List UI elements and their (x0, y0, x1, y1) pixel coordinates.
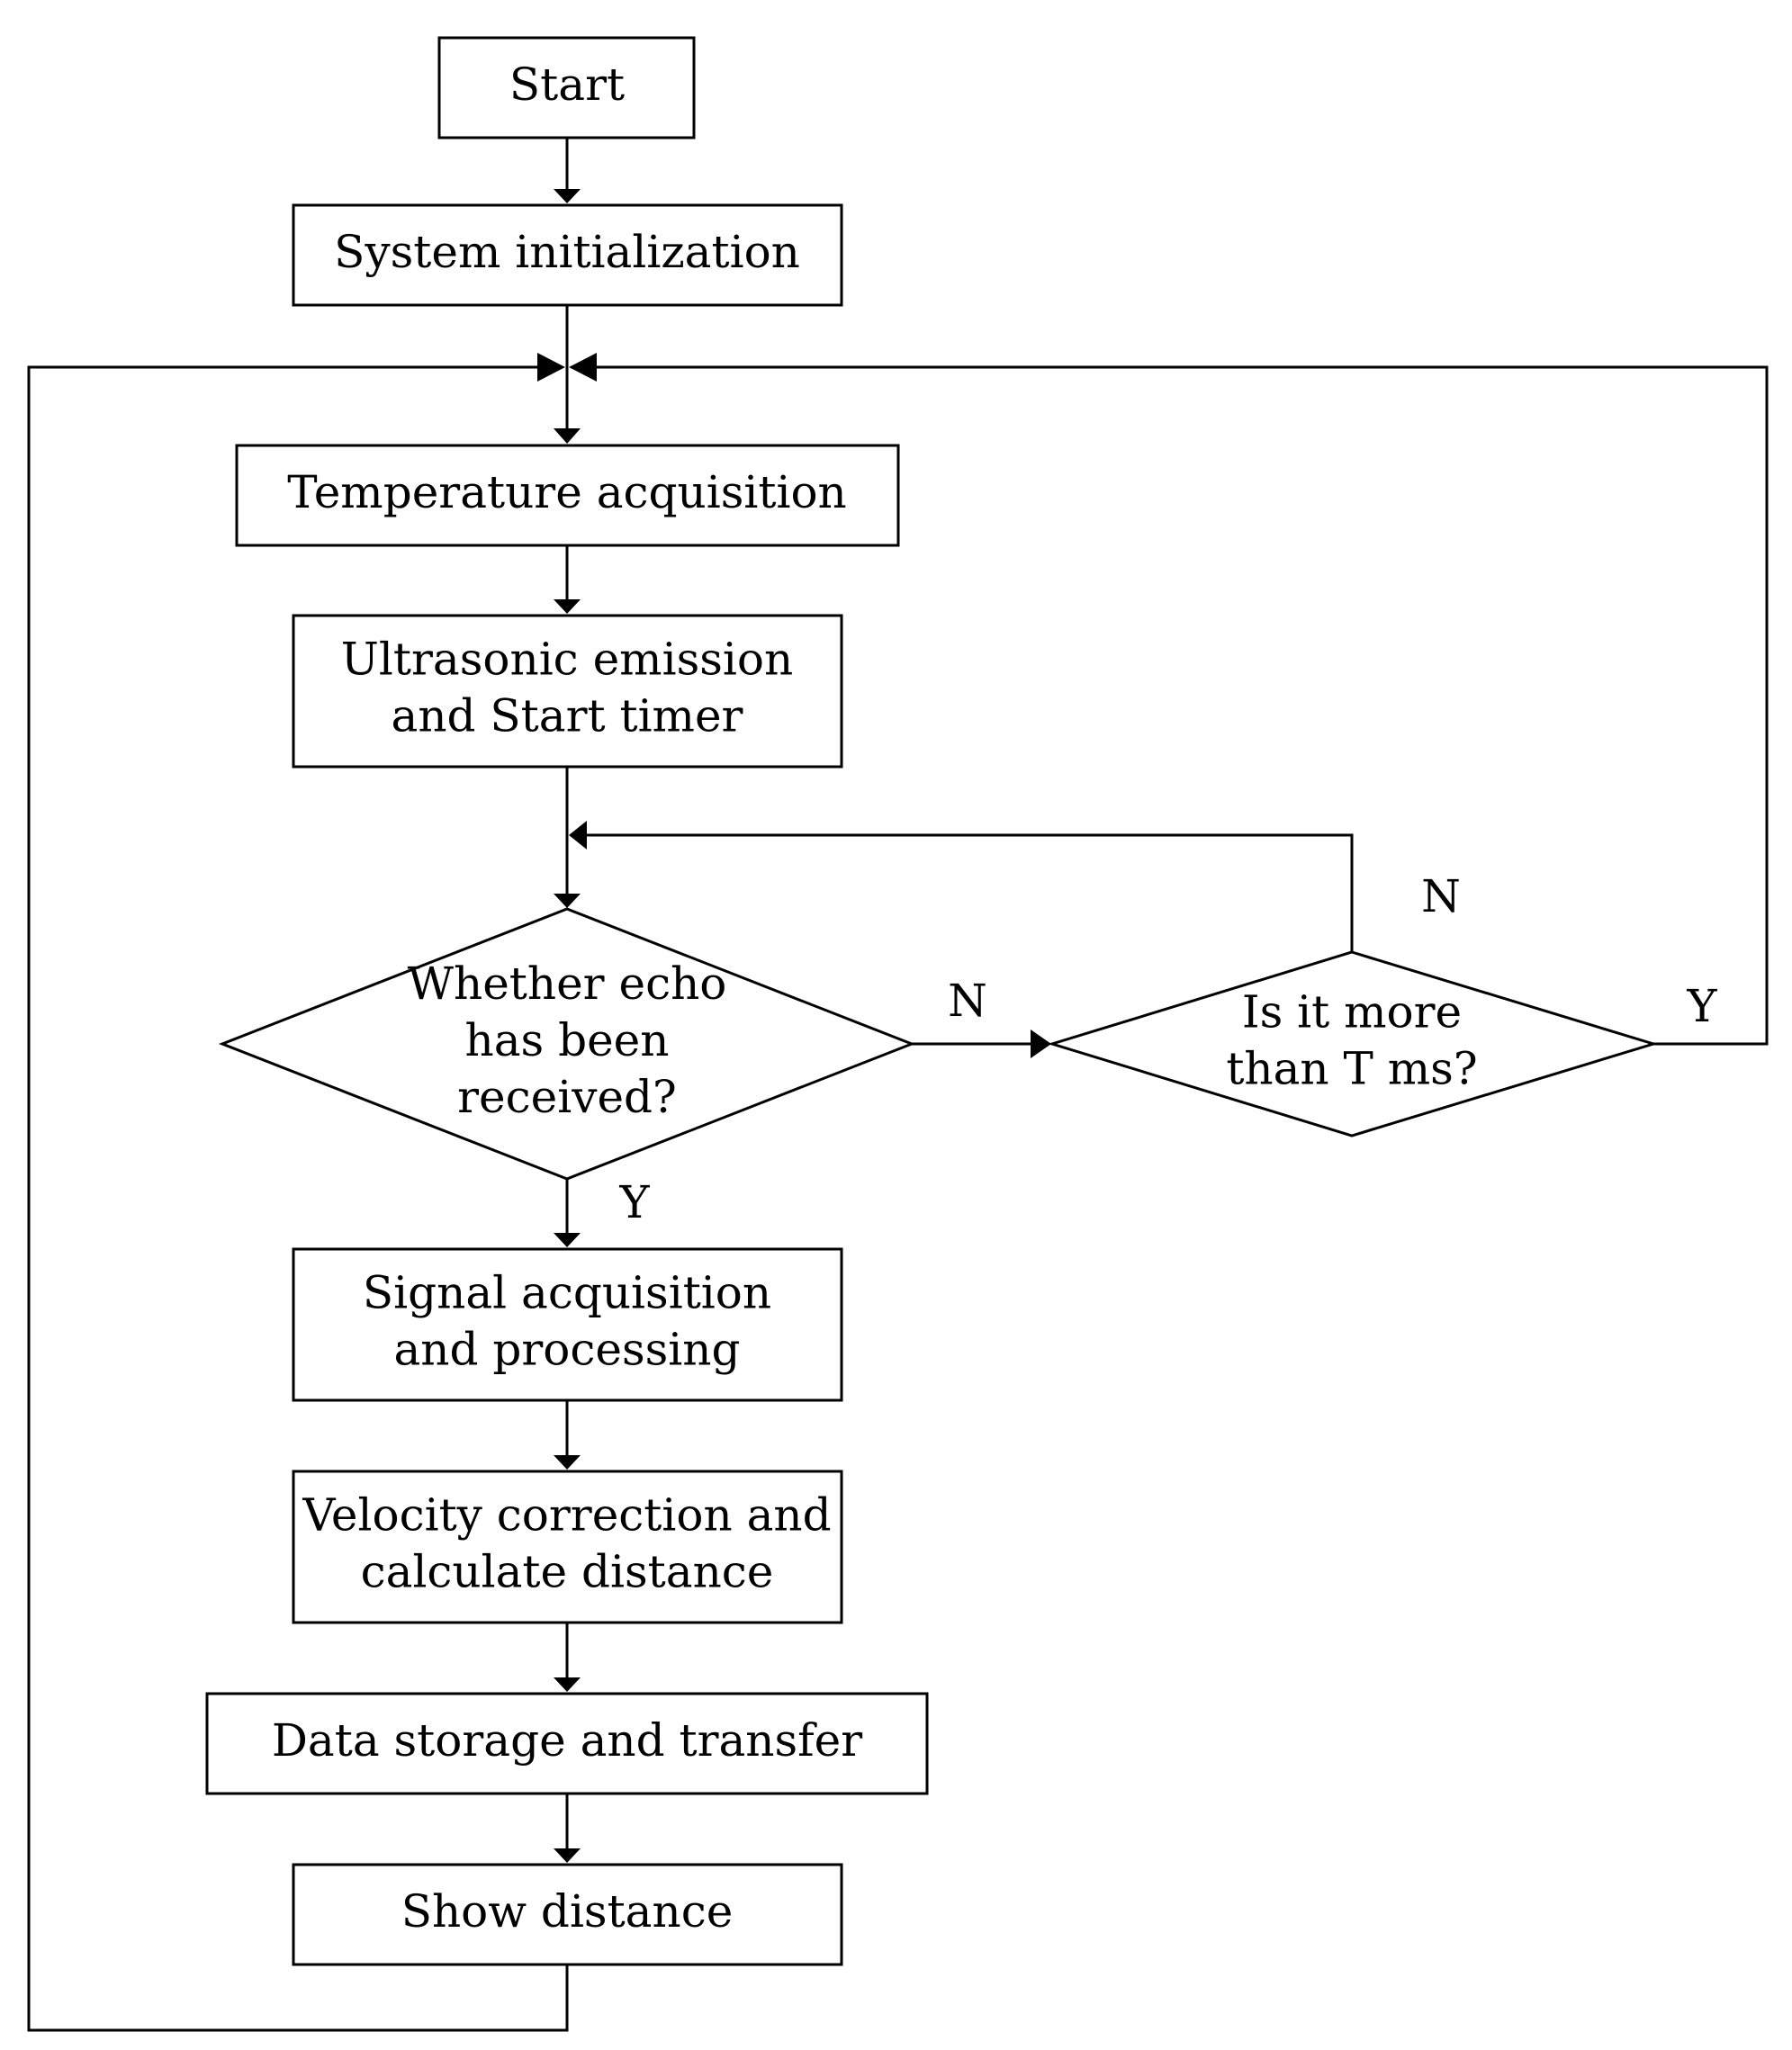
decision-diamond (218, 907, 916, 1181)
label-line: Temperature acquisition (287, 466, 847, 518)
label-line: Start (509, 58, 625, 111)
label-line: received? (457, 1071, 677, 1123)
branch-label-echo-no: N (948, 975, 987, 1027)
node-temperature-acquisition: Temperature acquisition (235, 444, 900, 547)
label-line: Ultrasonic emission (341, 634, 793, 686)
label-line: Whether echo (408, 958, 727, 1010)
node-system-initialization: System initialization (292, 203, 843, 307)
node-label: Show distance (401, 1885, 734, 1938)
connectors (27, 138, 1769, 2032)
label-line: and Start timer (392, 690, 743, 742)
terminator-box (437, 36, 696, 139)
process-box (292, 203, 843, 307)
label-line: and processing (393, 1324, 740, 1376)
arrowhead (554, 599, 581, 614)
branch-label-timeout-no: N (1421, 870, 1461, 922)
process-box (292, 614, 843, 769)
node-label: Temperature acquisition (287, 466, 847, 518)
label-line: Is it more (1242, 986, 1462, 1038)
label-line: System initialization (334, 226, 800, 278)
process-box (235, 444, 900, 547)
arrowhead (554, 1455, 581, 1470)
arrow-show-loop-back (27, 365, 569, 2032)
arrowhead (554, 1848, 581, 1863)
arrowhead (537, 353, 565, 382)
label-line: Show distance (401, 1885, 734, 1938)
branch-label-timeout-yes: Y (1686, 980, 1717, 1032)
label-line: has been (465, 1014, 670, 1066)
branch-label-echo-yes: Y (618, 1176, 650, 1228)
node-label: Start (509, 58, 625, 111)
decision-diamond (1047, 950, 1659, 1137)
label-line: Signal acquisition (363, 1267, 771, 1319)
label-line: than T ms? (1226, 1043, 1477, 1095)
arrowhead (554, 894, 581, 908)
node-start: Start (437, 36, 696, 139)
process-box (292, 1470, 843, 1624)
process-box (292, 1247, 843, 1402)
arrowhead (554, 189, 581, 203)
arrowhead (1031, 1029, 1051, 1058)
node-show-distance: Show distance (292, 1863, 843, 1966)
node-data-storage: Data storage and transfer (205, 1692, 929, 1795)
arrowhead (569, 353, 597, 382)
node-label: Data storage and transfer (272, 1714, 862, 1767)
label-line: calculate distance (361, 1546, 774, 1598)
node-label: System initialization (334, 226, 800, 278)
arrowhead (554, 428, 581, 444)
process-box (292, 1863, 843, 1966)
arrow-timeout-no-loop (587, 833, 1354, 952)
arrowhead (554, 1677, 581, 1692)
label-line: Velocity correction and (302, 1489, 831, 1542)
arrow-timeout-yes-loop (590, 365, 1769, 1046)
label-line: Data storage and transfer (272, 1714, 862, 1767)
process-box (205, 1692, 929, 1795)
arrowhead (554, 1233, 581, 1247)
arrowhead (569, 821, 587, 850)
